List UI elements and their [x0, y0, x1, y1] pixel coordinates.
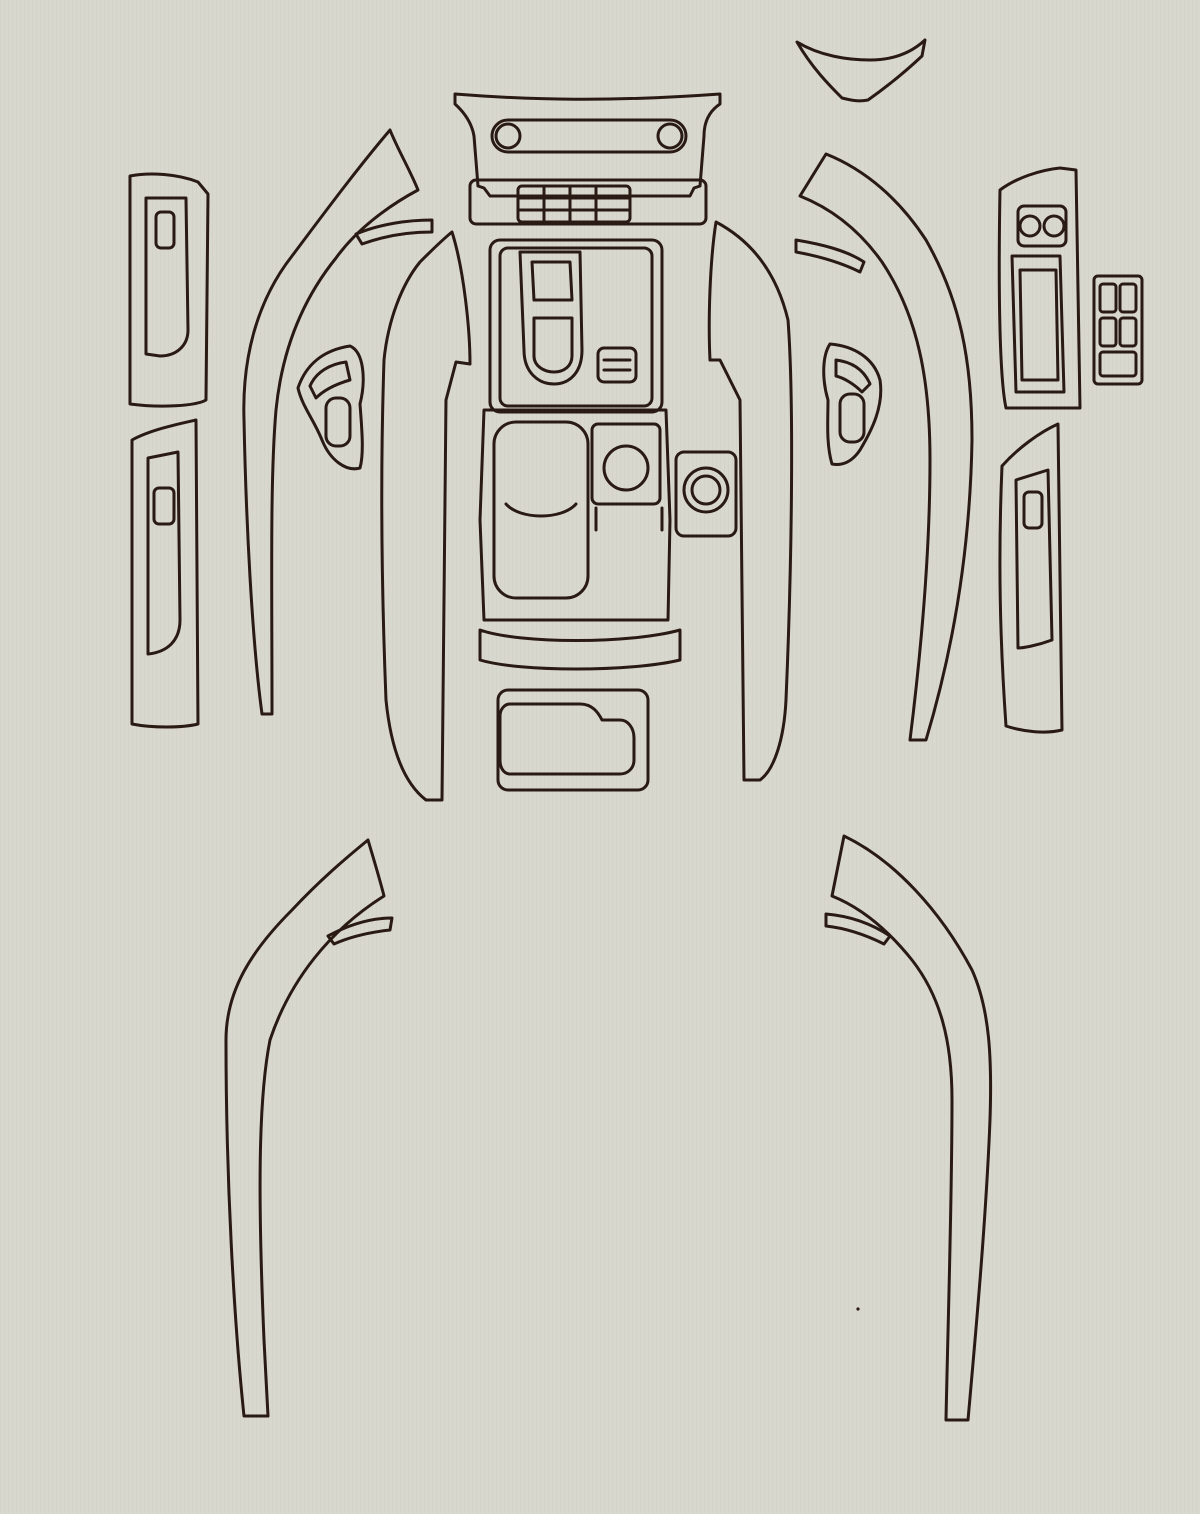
- right-window-switch-cluster: [1092, 274, 1144, 386]
- left-long-door-strip: [242, 128, 434, 716]
- speck: [856, 1307, 860, 1311]
- rear-storage-panel: [496, 688, 650, 792]
- right-long-door-strip: [794, 152, 974, 742]
- right-front-door-switch-panel: [997, 166, 1082, 410]
- right-rear-pillar-strip: [824, 834, 993, 1422]
- left-front-door-switch-panel: [128, 172, 210, 408]
- left-rear-door-switch-panel: [130, 418, 200, 729]
- left-console-side-strip: [380, 230, 472, 802]
- right-rear-door-switch-panel: [998, 422, 1064, 734]
- gear-shift-panel: [488, 238, 664, 414]
- steering-wheel-trim: [795, 38, 927, 103]
- left-seat-switch-bezel: [296, 344, 365, 471]
- dash-vent-panel: [453, 92, 722, 226]
- left-rear-pillar-strip: [224, 838, 394, 1418]
- right-console-side-strip: [707, 220, 794, 782]
- right-seat-switch-bezel: [822, 342, 883, 466]
- cupholder-panel: [478, 408, 738, 671]
